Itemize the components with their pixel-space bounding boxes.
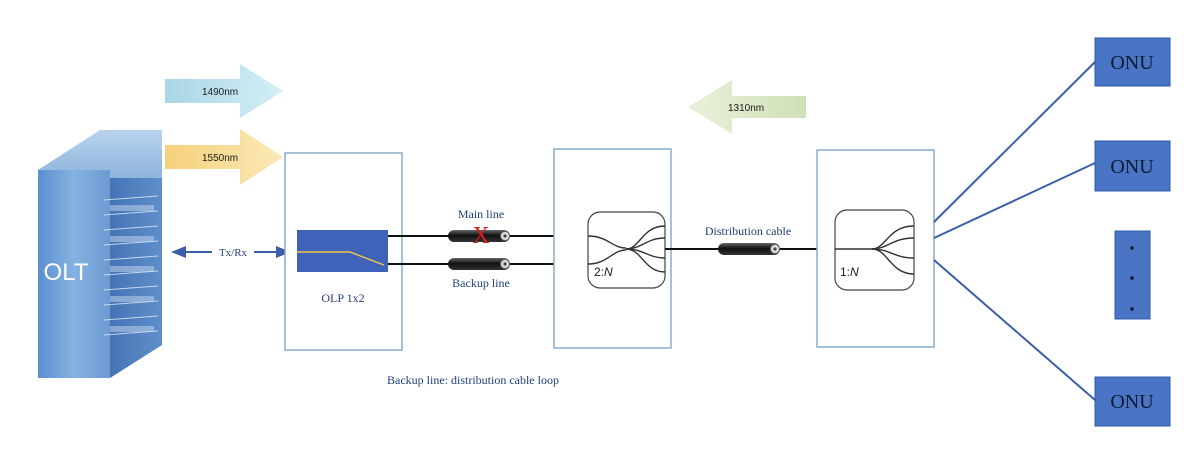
main-line-label: Main line [458, 207, 504, 221]
olp-switch-module [297, 230, 388, 272]
splitter-2n-ratio: 2:N [594, 265, 613, 279]
olt-label: OLT [44, 259, 89, 286]
onu-device: ONU [1094, 140, 1171, 192]
primary-splitter-box: 2:N [553, 148, 672, 349]
diagram-caption: Backup line: distribution cable loop [387, 373, 559, 387]
splitter-1n-ratio: 1:N [840, 265, 859, 279]
olp-label: OLP 1x2 [321, 291, 364, 305]
olt-top-face [38, 130, 162, 178]
olt-front-face [38, 170, 110, 378]
olp-switch-path [297, 251, 385, 266]
onu-device: ONU [1094, 376, 1171, 427]
olp-box: OLP 1x2 [284, 152, 403, 351]
main-line-cable [448, 230, 510, 242]
txrx-link: Tx/Rx [171, 244, 291, 259]
onu-label: ONU [1110, 52, 1154, 74]
fault-mark-icon: X [472, 223, 489, 249]
splitter-1n-icon [834, 209, 915, 291]
backup-line-label: Backup line [452, 276, 510, 290]
label-1490nm: 1490nm [202, 87, 238, 98]
distribution-cable-label: Distribution cable [705, 224, 791, 238]
distribution-cable-body [718, 243, 780, 255]
olt-cabinet: OLT [38, 130, 162, 378]
splitter-2n-branches [587, 225, 666, 273]
secondary-splitter-box: 1:N [816, 149, 935, 348]
distribution-cable: Distribution cable [665, 224, 835, 255]
txrx-arrowhead-left [171, 246, 186, 258]
backup-line-cable [448, 258, 510, 270]
arrow-1490nm: 1490nm [165, 64, 283, 118]
arrow-1550nm: 1550nm [165, 129, 283, 185]
txrx-arrowhead-right [276, 246, 291, 258]
txrx-label: Tx/Rx [219, 247, 248, 259]
onu-label: ONU [1110, 391, 1154, 413]
onu-label: ONU [1110, 156, 1154, 178]
onu-device: ONU [1094, 37, 1171, 87]
splitter-1n-branches [835, 225, 915, 275]
onu-drop-lines [933, 61, 1096, 401]
label-1310nm: 1310nm [728, 103, 764, 114]
label-1550nm: 1550nm [202, 153, 238, 164]
arrow-1310nm: 1310nm [688, 80, 806, 134]
onu-ellipsis [1114, 230, 1151, 320]
olt-rack-blades [110, 205, 154, 332]
